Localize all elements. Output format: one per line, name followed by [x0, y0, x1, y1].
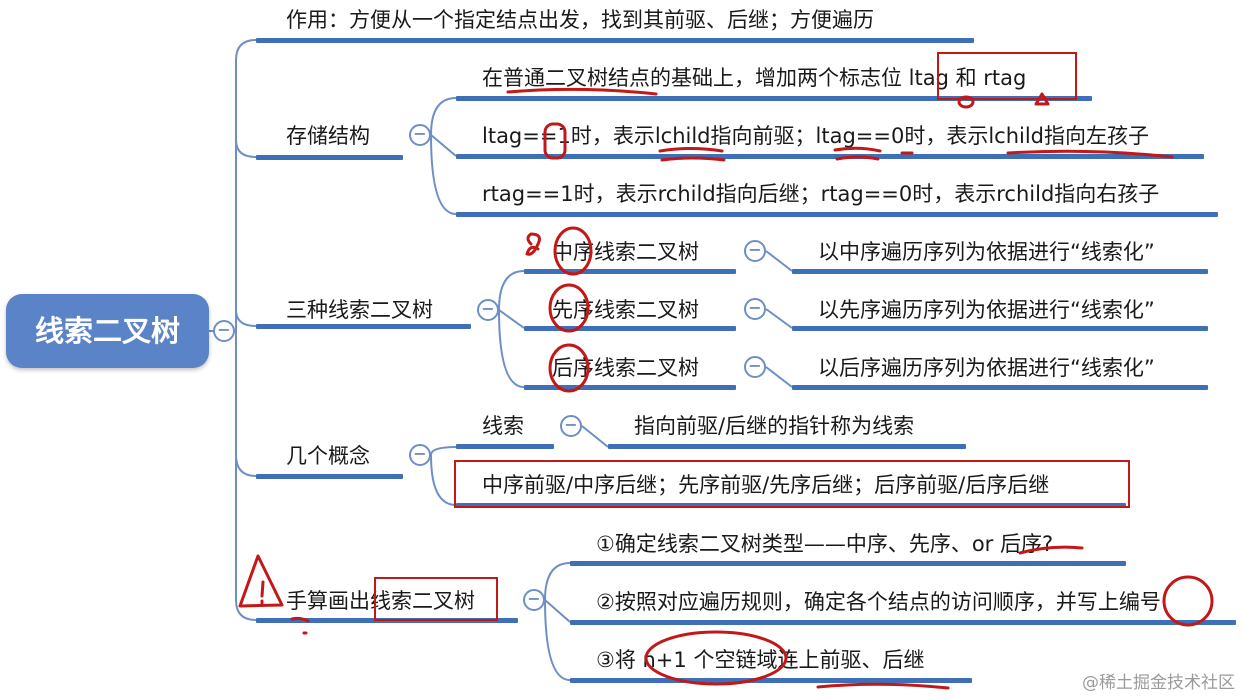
watermark: @稀土掘金技术社区: [1082, 673, 1235, 693]
three-types-underline: [256, 324, 471, 329]
storage-item-rtag[interactable]: rtag==1时，表示rchild指向后继；rtag==0时，表示rchild指…: [482, 182, 1160, 206]
type-inorder[interactable]: 中序线索二叉树: [552, 240, 699, 264]
type-preorder-toggle[interactable]: −: [744, 298, 766, 320]
concept-thread[interactable]: 线索: [482, 414, 524, 438]
manual-step-1-underline: [570, 561, 1126, 566]
root-node[interactable]: 线索二叉树: [6, 294, 209, 368]
type-inorder-desc-underline: [792, 269, 1208, 274]
storage-item-flags[interactable]: 在普通二叉树结点的基础上，增加两个标志位 ltag 和 rtag: [482, 66, 1027, 90]
concept-pred-succ[interactable]: 中序前驱/中序后继；先序前驱/先序后继；后序前驱/后序后继: [482, 473, 1050, 497]
annotation-box-ltag-rtag: [937, 52, 1077, 100]
manual-step-2-underline: [570, 620, 1236, 625]
concept-pred-succ-underline: [456, 503, 1126, 508]
purpose-node[interactable]: 作用：方便从一个指定结点出发，找到其前驱、后继；方便遍历: [286, 8, 874, 32]
root-collapse-toggle[interactable]: −: [213, 320, 235, 342]
storage-node[interactable]: 存储结构: [286, 124, 370, 148]
type-preorder-desc-underline: [792, 326, 1208, 331]
storage-underline: [256, 155, 403, 160]
three-types-node[interactable]: 三种线索二叉树: [286, 298, 433, 322]
type-postorder-underline: [524, 385, 736, 390]
manual-step-1[interactable]: ①确定线索二叉树类型——中序、先序、or 后序?: [596, 532, 1054, 556]
concepts-underline: [256, 474, 403, 479]
type-preorder-underline: [524, 326, 736, 331]
annotation-box-thread-tree: [374, 577, 498, 621]
annotation-box-pred-succ: [454, 460, 1130, 508]
manual-step-3-underline: [570, 678, 972, 683]
storage-item-ltag-underline: [456, 154, 1204, 159]
type-preorder[interactable]: 先序线索二叉树: [552, 298, 699, 322]
type-inorder-underline: [524, 269, 736, 274]
type-postorder[interactable]: 后序线索二叉树: [552, 356, 699, 380]
purpose-underline: [256, 38, 974, 43]
concept-thread-toggle[interactable]: −: [560, 415, 582, 437]
storage-collapse-toggle[interactable]: −: [409, 124, 431, 146]
manual-node[interactable]: 手算画出线索二叉树: [286, 589, 475, 613]
manual-step-3[interactable]: ③将 n+1 个空链域连上前驱、后继: [596, 648, 925, 672]
manual-step-2[interactable]: ②按照对应遍历规则，确定各个结点的访问顺序，并写上编号: [596, 590, 1161, 614]
type-postorder-desc-underline: [792, 385, 1208, 390]
concept-thread-desc-underline: [608, 444, 966, 449]
concept-thread-underline: [456, 444, 554, 449]
type-preorder-desc[interactable]: 以先序遍历序列为依据进行“线索化”: [818, 298, 1155, 322]
storage-item-flags-underline: [456, 96, 1092, 101]
storage-item-rtag-underline: [456, 212, 1218, 217]
concepts-node[interactable]: 几个概念: [286, 444, 370, 468]
storage-item-ltag[interactable]: ltag==1时，表示lchild指向前驱；ltag==0时，表示lchild指…: [482, 124, 1150, 148]
type-inorder-toggle[interactable]: −: [744, 240, 766, 262]
type-postorder-toggle[interactable]: −: [744, 356, 766, 378]
concepts-collapse-toggle[interactable]: −: [409, 444, 431, 466]
type-inorder-desc[interactable]: 以中序遍历序列为依据进行“线索化”: [818, 240, 1155, 264]
three-types-collapse-toggle[interactable]: −: [477, 299, 499, 321]
concept-thread-desc[interactable]: 指向前驱/后继的指针称为线索: [634, 414, 915, 438]
type-postorder-desc[interactable]: 以后序遍历序列为依据进行“线索化”: [818, 356, 1155, 380]
manual-collapse-toggle[interactable]: −: [523, 589, 545, 611]
